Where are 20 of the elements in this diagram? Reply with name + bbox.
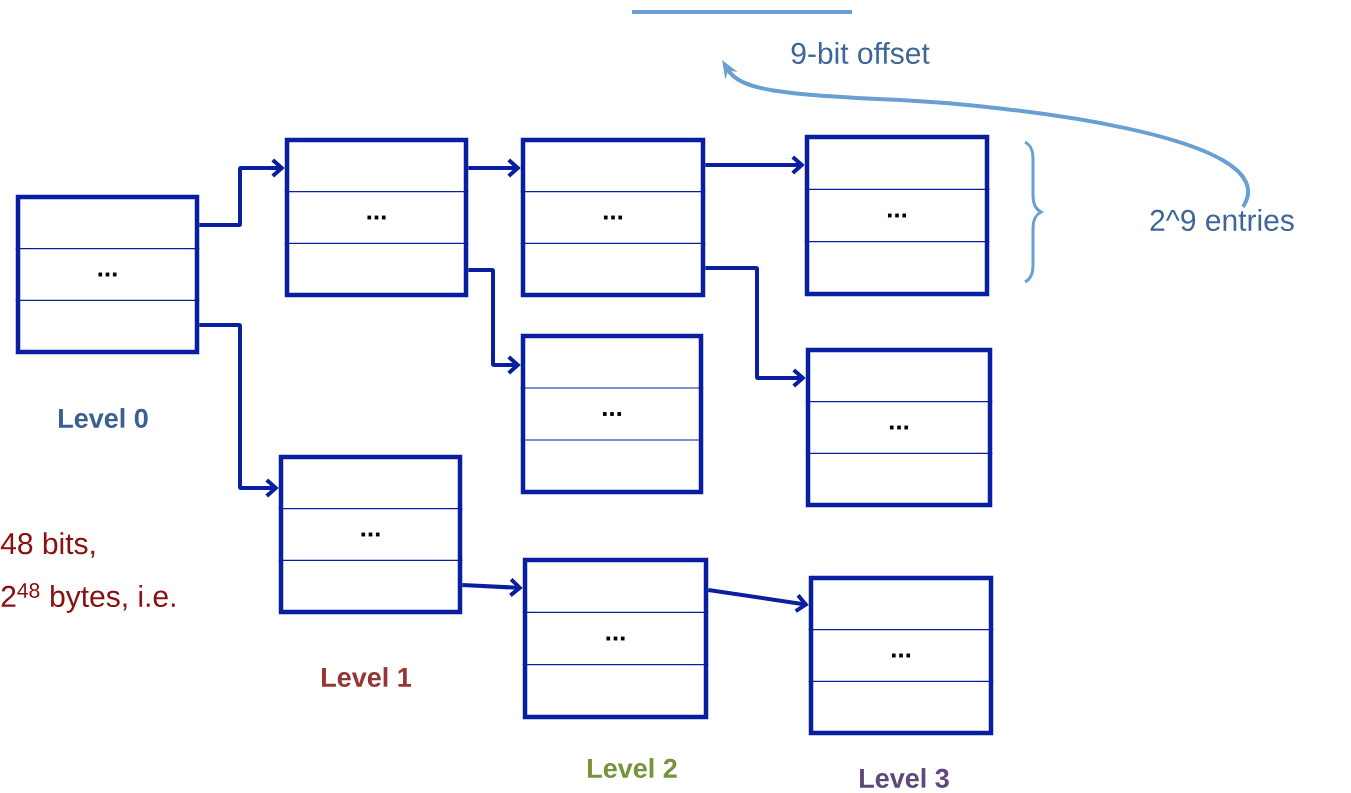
arrow [468, 158, 521, 178]
table-box: ... [15, 194, 200, 355]
table-box: ... [284, 137, 469, 298]
table-box: ... [520, 137, 706, 298]
arrow [199, 323, 279, 498]
table-box: ... [520, 333, 704, 495]
note-text: 48 bits, [0, 532, 95, 558]
level-label: Level 1 [322, 667, 411, 687]
table-box: ... [808, 575, 994, 736]
entries-label: 2^9 entries [1150, 209, 1294, 232]
table-box: ... [522, 557, 709, 720]
arrow [199, 158, 285, 227]
arrow [705, 266, 806, 388]
arrow [705, 155, 805, 175]
offset-label: 9-bit offset [791, 42, 930, 64]
table-box: ... [805, 347, 993, 508]
table-box: ... [278, 454, 463, 615]
arrow [462, 578, 523, 597]
table-box: ... [804, 134, 990, 297]
arrow [707, 588, 809, 613]
